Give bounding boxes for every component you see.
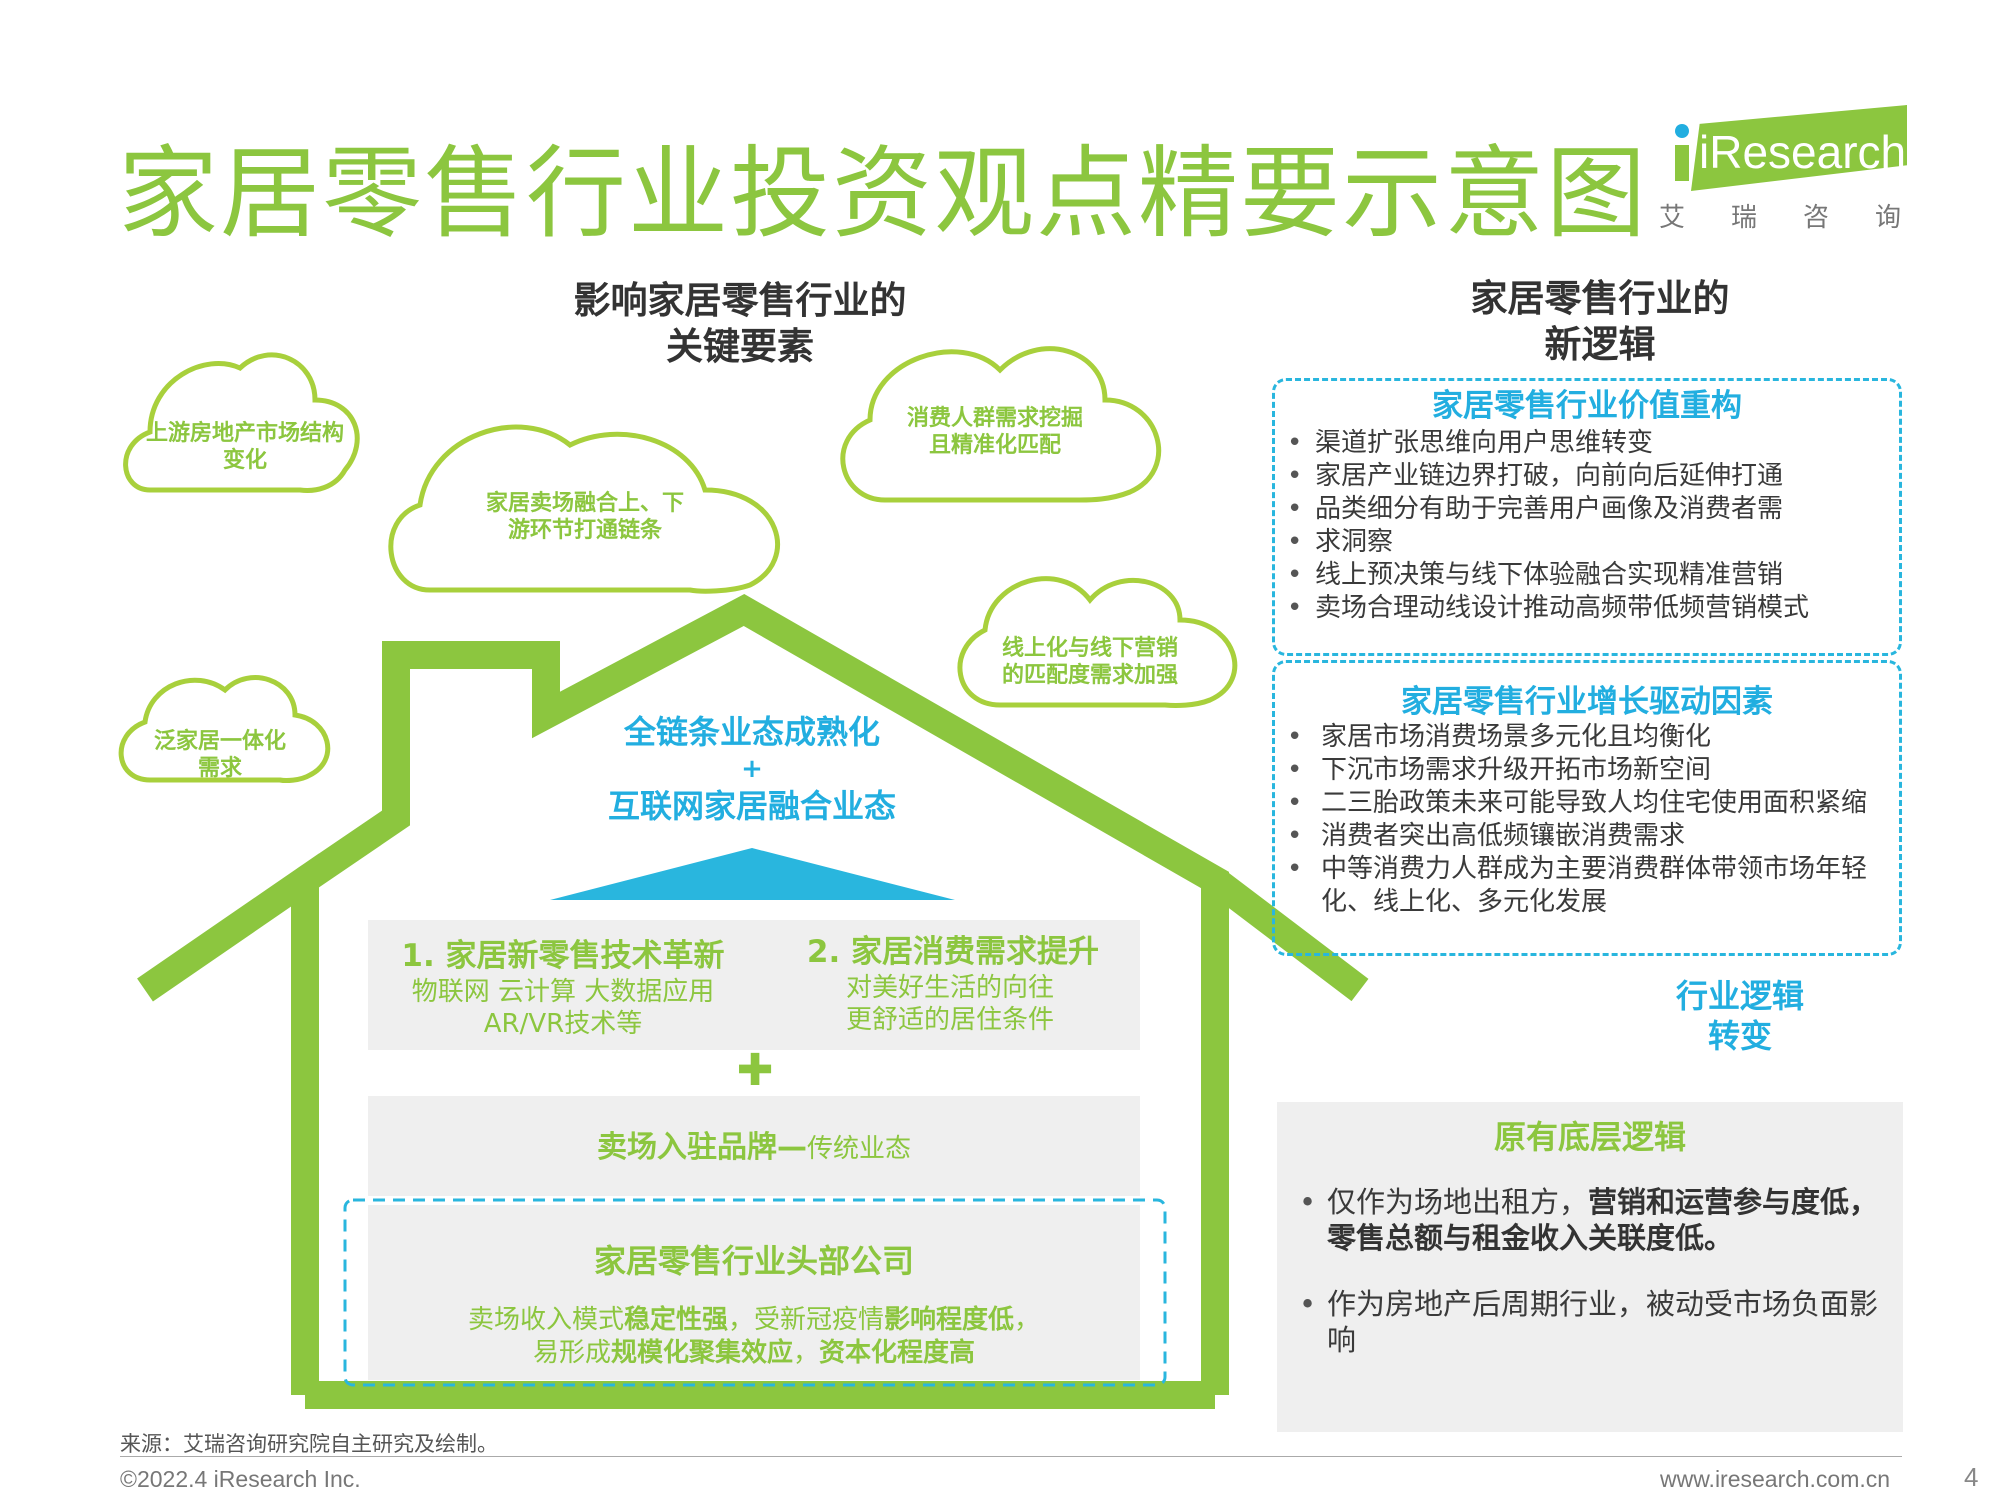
roof-triangle [550, 848, 955, 900]
list-item: 中等消费力人群成为主要消费群体带领市场年轻化、线上化、多元化发展 [1275, 853, 1883, 919]
list-item: 卖场合理动线设计推动高频带低频营销模式 [1275, 592, 1899, 625]
cloud-pan-home-label: 泛家居一体化 需求 [130, 728, 310, 782]
list-item: 品类细分有助于完善用户画像及消费者需 [1275, 493, 1899, 526]
plus-icon: ✚ [725, 1046, 785, 1096]
cloud-consumer-label: 消费人群需求挖掘 且精准化匹配 [870, 405, 1120, 459]
list-item: 家居产业链边界打破，向前向后延伸打通 [1275, 460, 1899, 493]
list-item: 作为房地产后周期行业，被动受市场负面影响 [1287, 1286, 1887, 1358]
logo-text: iResearch [1699, 125, 1906, 179]
list-item: 二三胎政策未来可能导致人均住宅使用面积紧缩 [1275, 787, 1883, 820]
driver-tech: 1. 家居新零售技术革新 物联网 云计算 大数据应用 AR/VR技术等 [378, 936, 748, 1040]
growth-drivers-box: 家居零售行业增长驱动因素 家居市场消费场景多元化且均衡化 下沉市场需求升级开拓市… [1272, 660, 1902, 956]
list-item: 渠道扩张思维向用户思维转变 [1275, 427, 1899, 460]
cloud-integration-label: 家居卖场融合上、下 游环节打通链条 [450, 490, 720, 544]
source-note: 来源：艾瑞咨询研究院自主研究及绘制。 [120, 1428, 498, 1458]
copyright: ©2022.4 iResearch Inc. [120, 1466, 361, 1493]
original-logic-list: 仅作为场地出租方，营销和运营参与度低，零售总额与租金收入关联度低。 作为房地产后… [1287, 1184, 1887, 1388]
driver-demand: 2. 家居消费需求提升 对美好生活的向往 更舒适的居住条件 [778, 932, 1128, 1036]
list-item: 家居市场消费场景多元化且均衡化 [1275, 721, 1883, 754]
logo-subtitle: 艾瑞咨询 [1659, 197, 1947, 234]
value-restructure-box: 家居零售行业价值重构 渠道扩张思维向用户思维转变 家居产业链边界打破，向前向后延… [1272, 378, 1902, 656]
list-item: 求洞察 [1275, 526, 1899, 559]
original-logic-title: 原有底层逻辑 [1277, 1112, 1903, 1158]
cloud-online-label: 线上化与线下营销 的匹配度需求加强 [975, 635, 1205, 689]
page-number: 4 [1964, 1462, 1978, 1493]
growth-list: 家居市场消费场景多元化且均衡化 下沉市场需求升级开拓市场新空间 二三胎政策未来可… [1275, 721, 1899, 919]
traditional-format: 卖场入驻品牌—传统业态 [368, 1122, 1140, 1166]
cloud-upstream-label: 上游房地产市场结构 变化 [125, 420, 365, 474]
logo-i-icon [1669, 123, 1695, 183]
growth-box-title: 家居零售行业增长驱动因素 [1275, 683, 1899, 721]
logic-shift-label: 行业逻辑 转变 [1640, 976, 1840, 1056]
list-item: 下沉市场需求升级开拓市场新空间 [1275, 754, 1883, 787]
new-logic-heading: 家居零售行业的 新逻辑 [1420, 276, 1780, 368]
footer-divider [120, 1456, 1902, 1457]
website-link[interactable]: www.iresearch.com.cn [1660, 1466, 1890, 1493]
iresearch-logo: iResearch 艾瑞咨询 [1655, 105, 1915, 225]
original-logic-box: 原有底层逻辑 仅作为场地出租方，营销和运营参与度低，零售总额与租金收入关联度低。… [1277, 1102, 1903, 1432]
leader-companies: 家居零售行业头部公司 卖场收入模式稳定性强，受新冠疫情影响程度低， 易形成规模化… [368, 1240, 1140, 1370]
list-item: 线上预决策与线下体验融合实现精准营销 [1275, 559, 1899, 592]
roof-text: 全链条业态成熟化 + 互联网家居融合业态 [550, 712, 954, 826]
list-item: 仅作为场地出租方，营销和运营参与度低，零售总额与租金收入关联度低。 [1287, 1184, 1887, 1256]
value-box-title: 家居零售行业价值重构 [1275, 387, 1899, 425]
list-item: 消费者突出高低频镶嵌消费需求 [1275, 820, 1883, 853]
value-list: 渠道扩张思维向用户思维转变 家居产业链边界打破，向前向后延伸打通 品类细分有助于… [1275, 427, 1899, 625]
